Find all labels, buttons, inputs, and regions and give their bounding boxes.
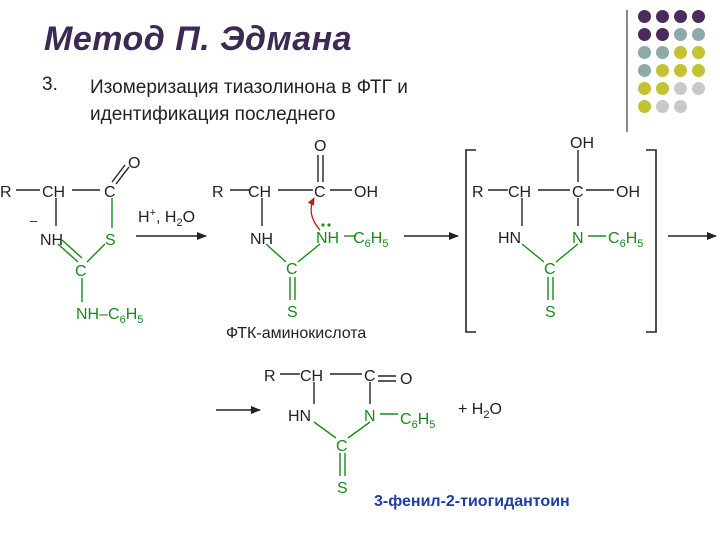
decor-dot (674, 100, 687, 113)
m3-phenyl: C6H5 (608, 230, 643, 250)
decor-dot (674, 64, 687, 77)
list-item-number: 3. (42, 74, 58, 95)
decor-dot (656, 10, 669, 23)
m2-o: O (314, 138, 326, 155)
m4-o: O (400, 371, 412, 388)
m3-r: R (472, 184, 484, 201)
list-item-line-2: идентификация последнего (90, 104, 336, 125)
decor-dot (638, 100, 651, 113)
intermediate-structure: R CH C OH OH HN N C6H5 C S (472, 135, 643, 321)
decor-dot (638, 28, 651, 41)
decor-dot (692, 64, 705, 77)
m2-c2: C (286, 261, 298, 278)
decor-dot (638, 10, 651, 23)
m3-s: S (545, 304, 556, 321)
m1-c: C (104, 184, 116, 201)
decor-vertical-line (626, 10, 628, 132)
m4-ch: CH (300, 368, 323, 385)
decor-dot (656, 46, 669, 59)
intermediate-brackets (465, 149, 657, 333)
water-byproduct: + H2O (458, 401, 502, 421)
decor-dot (674, 10, 687, 23)
m2-oh: OH (354, 184, 378, 201)
m3-ch: CH (508, 184, 531, 201)
decor-dot (692, 10, 705, 23)
m2-r: R (212, 184, 224, 201)
m2-ch: CH (248, 184, 271, 201)
decor-dot (692, 28, 705, 41)
m4-n: N (364, 408, 376, 425)
thiazolinone-structure: R CH C O – NH S C NH–C6H5 (0, 155, 143, 326)
product-name: 3-фенил-2-тиогидантоин (374, 493, 570, 510)
reagent-label: H+, H2O (138, 207, 195, 229)
decor-dot (674, 46, 687, 59)
m1-minus: – (30, 213, 38, 228)
m4-r: R (264, 368, 276, 385)
decor-dot (692, 46, 705, 59)
m2-c: C (314, 184, 326, 201)
m3-hn: HN (498, 230, 521, 247)
ptc-caption: ФТК-аминокислота (226, 325, 366, 342)
m3-oh-right: OH (616, 184, 640, 201)
decor-dot (656, 28, 669, 41)
m2-nh: NH (250, 231, 273, 248)
m1-ch: CH (42, 184, 65, 201)
m3-c: C (572, 184, 584, 201)
decor-dot (656, 100, 669, 113)
m4-s: S (337, 480, 348, 497)
m4-phenyl: C6H5 (400, 411, 435, 431)
m3-c2: C (544, 261, 556, 278)
thiohydantoin-structure: R CH C O HN N C6H5 C S (264, 368, 435, 497)
decor-dot (656, 64, 669, 77)
m3-oh-top: OH (570, 135, 594, 152)
decor-dot (692, 82, 705, 95)
m3-n: N (572, 230, 584, 247)
slide-title: Метод П. Эдмана (44, 20, 353, 58)
m1-r: R (0, 184, 12, 201)
m2-s: S (287, 304, 298, 321)
decor-dot (638, 46, 651, 59)
m1-o: O (128, 155, 140, 172)
m4-hn: HN (288, 408, 311, 425)
decor-dot (674, 28, 687, 41)
m1-s: S (105, 232, 116, 249)
decor-dot (638, 64, 651, 77)
list-item-text: Изомеризация тиазолинона в ФТГ и идентиф… (90, 74, 530, 128)
decor-dot (674, 82, 687, 95)
m1-substituent: NH–C6H5 (76, 306, 143, 326)
decor-dot (638, 82, 651, 95)
m4-c: C (364, 368, 376, 385)
reaction-arrow-1: H+, H2O (136, 207, 207, 240)
m4-c2: C (336, 438, 348, 455)
m1-c2: C (75, 263, 87, 280)
list-item-line-1: Изомеризация тиазолинона в ФТГ и (90, 77, 408, 98)
decor-dot (656, 82, 669, 95)
m1-nh: NH (40, 232, 63, 249)
